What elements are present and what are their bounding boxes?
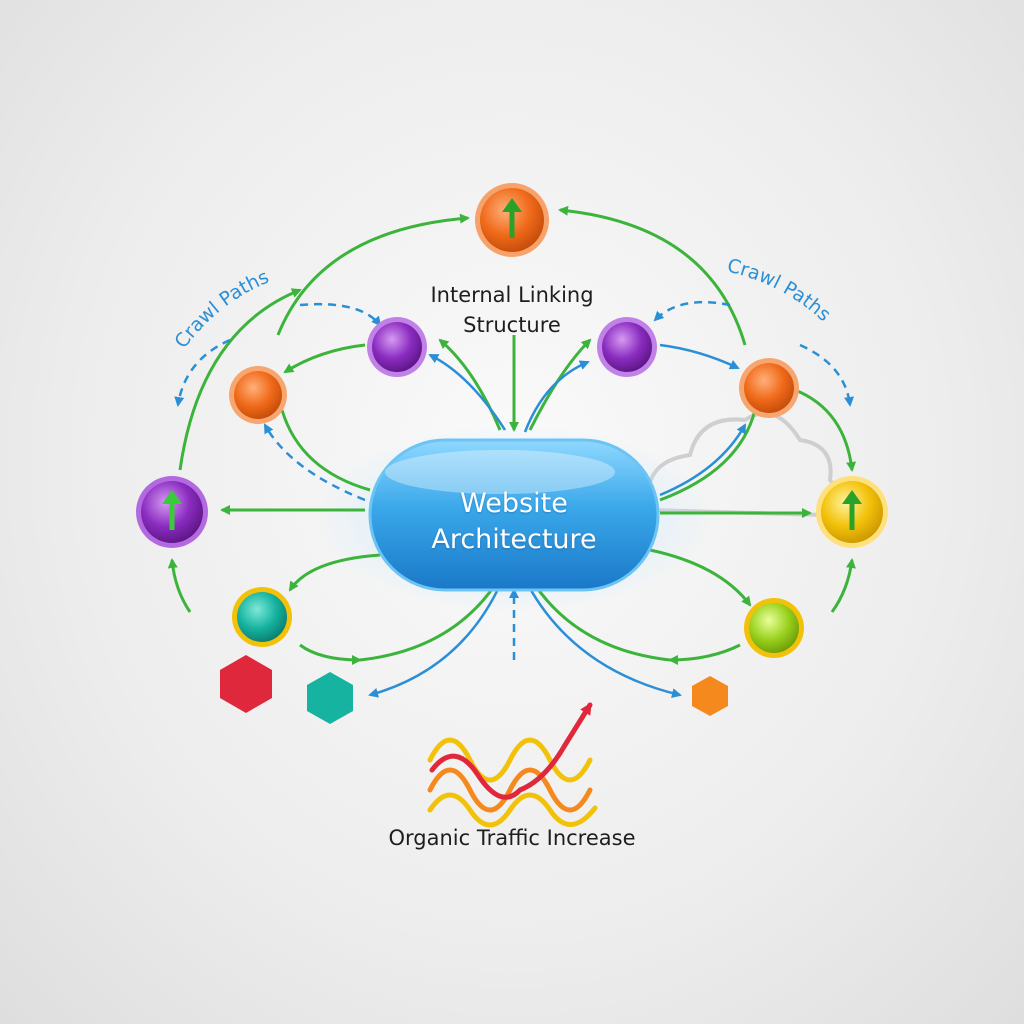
internal-linking-title: Internal Linking Structure xyxy=(400,280,624,340)
crawl-arrow xyxy=(526,584,682,699)
link-arrow xyxy=(178,288,302,471)
link-arrow xyxy=(438,338,502,431)
organic-traffic-caption: Organic Traffic Increase xyxy=(388,826,636,850)
link-arrow xyxy=(830,558,856,613)
link-arrow xyxy=(288,553,381,592)
hub-label-line1: Website xyxy=(460,488,568,519)
orange-node xyxy=(229,366,287,424)
teal-hexagon xyxy=(307,672,353,724)
link-arrow xyxy=(794,388,857,472)
crawl-paths-label-right: Crawl Paths xyxy=(725,255,835,326)
hub-label: Website Architecture xyxy=(378,472,650,572)
link-arrow xyxy=(280,409,371,492)
link-arrow xyxy=(283,343,366,374)
teal-node xyxy=(232,587,292,647)
crawl-arrow xyxy=(174,338,231,407)
crawl-arrow xyxy=(799,343,854,407)
internal-linking-title-line2: Structure xyxy=(463,313,561,337)
up-arrow-icon xyxy=(842,490,862,530)
link-arrow xyxy=(533,584,671,662)
lime-node xyxy=(744,598,804,658)
hub-label-line2: Architecture xyxy=(431,524,597,555)
up-arrow-icon xyxy=(162,490,182,530)
crawl-arrow xyxy=(368,584,502,698)
crawl-arrow xyxy=(523,360,590,433)
crawl-arrow xyxy=(653,300,731,322)
crawl-arrow xyxy=(263,423,366,502)
hub-node xyxy=(368,438,660,592)
link-arrow xyxy=(276,213,470,336)
link-arrow xyxy=(558,205,747,346)
link-arrow xyxy=(528,338,592,431)
top-node xyxy=(475,183,549,257)
left-node xyxy=(136,476,208,548)
link-arrow xyxy=(659,409,757,502)
internal-linking-title-line1: Internal Linking xyxy=(430,283,594,307)
link-arrow xyxy=(668,643,741,665)
link-arrow xyxy=(167,558,192,613)
crawl-paths-label-left: Crawl Paths xyxy=(170,266,272,353)
crawl-arrow xyxy=(659,343,740,370)
up-arrow-icon xyxy=(502,198,522,238)
rising-wave-chart-icon xyxy=(427,702,598,828)
link-arrow xyxy=(359,584,497,662)
link-arrow xyxy=(649,548,752,607)
hub-highlight xyxy=(385,450,615,494)
red-hexagon xyxy=(220,655,272,713)
purple-node xyxy=(367,317,427,377)
orange-node xyxy=(739,358,799,418)
orange-hexagon xyxy=(692,676,728,716)
crawl-arrow xyxy=(428,353,507,431)
right-node xyxy=(816,476,888,548)
crawl-arrow xyxy=(299,302,382,327)
crawl-arrow xyxy=(659,423,747,497)
purple-node xyxy=(597,317,657,377)
link-arrow xyxy=(299,643,362,665)
